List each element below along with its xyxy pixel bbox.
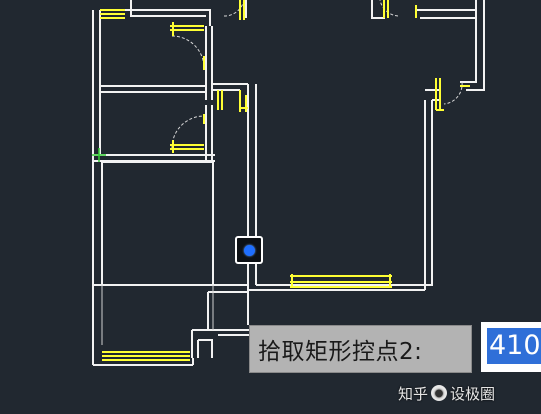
watermark: 知乎 ● 设极圈 (398, 381, 495, 405)
balcony-lines (101, 285, 214, 345)
ucs-crosshair-icon (92, 148, 106, 162)
endpoint-snap-icon[interactable] (235, 236, 263, 264)
watermark-site: 知乎 (398, 384, 429, 403)
dynamic-input-prompt: 拾取矩形控点2: (249, 325, 472, 373)
prompt-text: 拾取矩形控点2: (258, 339, 423, 365)
wall-lines (92, 0, 485, 366)
snap-point (243, 244, 255, 256)
author-avatar-icon: ● (431, 385, 448, 401)
coordinate-value: 410 (487, 328, 541, 364)
coordinate-input-field[interactable]: 410 (481, 322, 541, 372)
watermark-author: 设极圈 (450, 384, 496, 403)
door-swings (171, 0, 463, 149)
door-symbols (100, 0, 470, 361)
